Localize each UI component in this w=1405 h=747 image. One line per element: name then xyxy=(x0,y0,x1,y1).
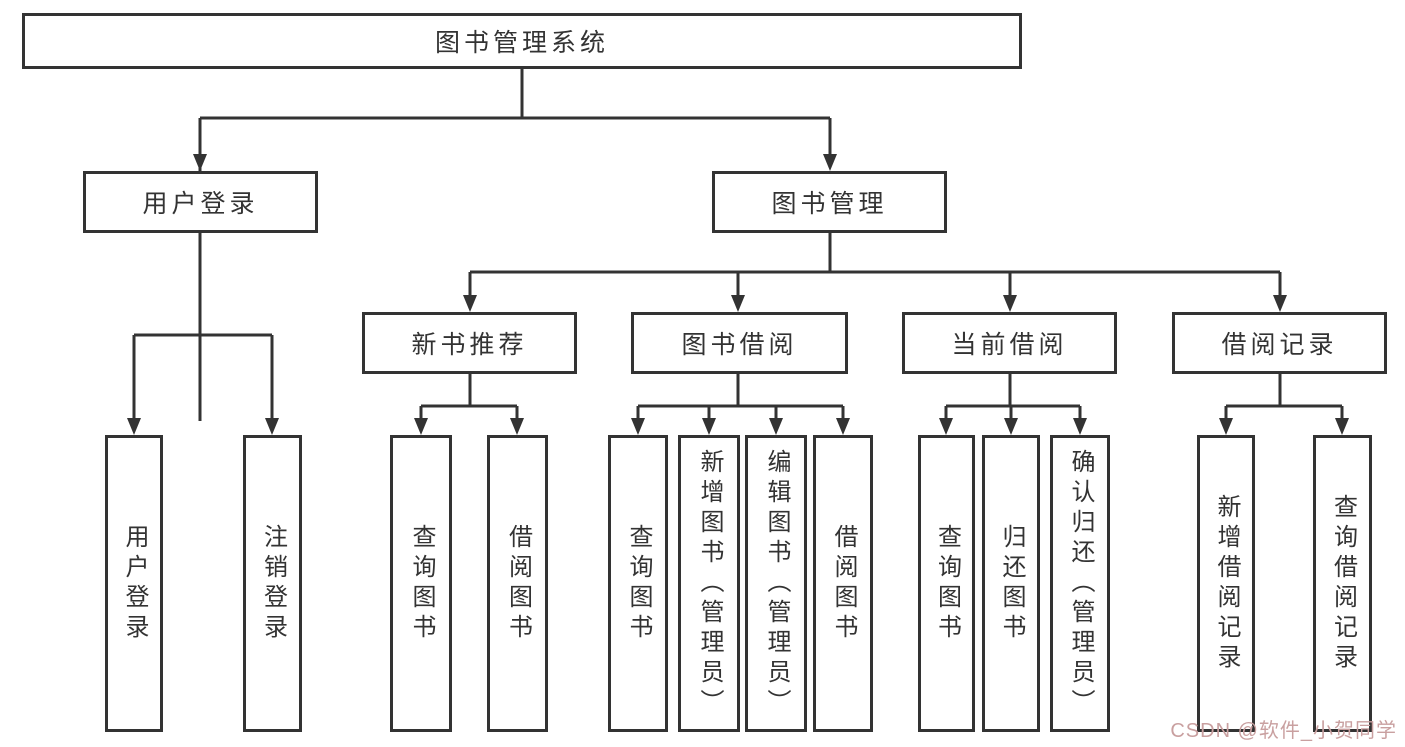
node-label: 查询图书 xyxy=(933,523,961,644)
node-label: 图书借阅 xyxy=(681,331,798,359)
leaf-edit-books-admin: 编辑图书（管理员） xyxy=(745,435,807,732)
csdn-watermark: CSDN @软件_小贺同学 xyxy=(1170,720,1397,742)
node-label: 归还图书 xyxy=(998,523,1025,644)
leaf-borrow-books: 借阅图书 xyxy=(813,435,873,732)
leaf-query-books-recommend: 查询图书 xyxy=(390,435,452,732)
node-label: 编辑图书（管理员） xyxy=(763,448,790,719)
node-label: 查询图书 xyxy=(408,523,435,644)
leaf-query-borrow-record: 查询借阅记录 xyxy=(1313,435,1372,732)
node-label: 注销登录 xyxy=(259,523,287,644)
node-label: 借阅记录 xyxy=(1221,331,1338,359)
node-branch-book-management: 图书管理 xyxy=(712,171,947,233)
node-label: 用户登录 xyxy=(142,190,259,218)
leaf-logout: 注销登录 xyxy=(243,435,302,732)
node-label: 查询借阅记录 xyxy=(1329,493,1357,674)
node-label: 新增图书（管理员） xyxy=(696,448,723,719)
node-group-current-borrow: 当前借阅 xyxy=(902,312,1117,374)
leaf-add-books-admin: 新增图书（管理员） xyxy=(678,435,740,732)
leaf-add-borrow-record: 新增借阅记录 xyxy=(1197,435,1255,732)
node-label: 当前借阅 xyxy=(951,331,1068,359)
node-group-borrow-records: 借阅记录 xyxy=(1172,312,1387,374)
node-group-new-book-recommend: 新书推荐 xyxy=(362,312,577,374)
node-label: 用户登录 xyxy=(121,523,148,644)
node-label: 查询图书 xyxy=(625,523,652,644)
node-root-library-system: 图书管理系统 xyxy=(22,13,1022,69)
node-label: 新增借阅记录 xyxy=(1213,493,1240,674)
node-group-book-borrow: 图书借阅 xyxy=(631,312,848,374)
leaf-confirm-return-admin: 确认归还（管理员） xyxy=(1050,435,1110,732)
leaf-query-books-current: 查询图书 xyxy=(918,435,975,732)
node-label: 确认归还（管理员） xyxy=(1067,448,1094,719)
node-label: 图书管理 xyxy=(771,190,888,218)
node-label: 图书管理系统 xyxy=(434,29,609,57)
leaf-return-books: 归还图书 xyxy=(982,435,1040,732)
node-label: 借阅图书 xyxy=(504,523,532,644)
node-branch-user-login: 用户登录 xyxy=(83,171,318,233)
node-label: 新书推荐 xyxy=(411,331,528,359)
leaf-query-books-borrow: 查询图书 xyxy=(608,435,668,732)
node-label: 借阅图书 xyxy=(830,523,857,644)
leaf-user-login: 用户登录 xyxy=(105,435,163,732)
leaf-borrow-books-recommend: 借阅图书 xyxy=(487,435,548,732)
